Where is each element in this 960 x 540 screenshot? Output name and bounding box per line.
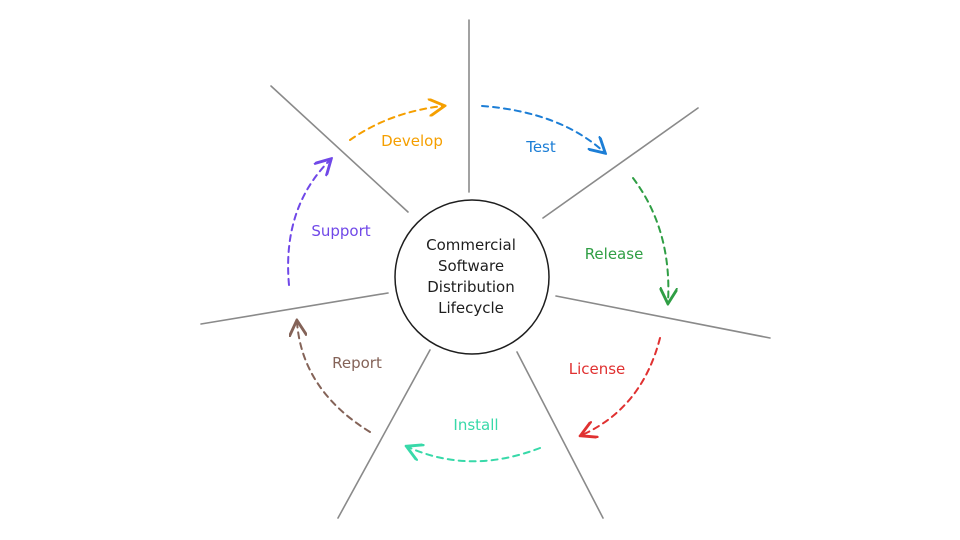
release-label: Release: [585, 245, 644, 263]
install-label: Install: [453, 416, 498, 434]
install-arrow: [408, 447, 541, 463]
stage-report: Report: [297, 322, 382, 433]
release-arrow: [632, 177, 668, 302]
spoke-line: [337, 349, 431, 519]
stage-release: Release: [585, 177, 669, 302]
spoke-line: [270, 85, 409, 213]
spoke-line: [542, 107, 699, 219]
license-arrow: [582, 337, 661, 435]
report-arrow: [297, 322, 371, 433]
center-title: Commercial Software Distribution Lifecyc…: [426, 236, 516, 317]
spokes: [200, 19, 771, 519]
report-label: Report: [332, 354, 382, 372]
stage-test: Test: [481, 105, 604, 156]
center-circle: [394, 199, 550, 355]
center-line: Software: [438, 257, 504, 275]
test-label: Test: [525, 138, 556, 156]
license-label: License: [569, 360, 626, 378]
spoke-line: [555, 295, 771, 339]
spoke-line: [516, 351, 604, 519]
stage-develop: Develop: [349, 106, 443, 150]
test-arrow: [481, 105, 604, 152]
support-label: Support: [311, 222, 370, 240]
stage-license: License: [569, 337, 661, 435]
develop-arrow: [349, 106, 443, 141]
stage-support: Support: [287, 160, 371, 286]
stage-install: Install: [408, 416, 541, 463]
center-line: Lifecycle: [438, 299, 504, 317]
develop-label: Develop: [381, 132, 443, 150]
spoke-line: [200, 292, 389, 325]
center-line: Commercial: [426, 236, 516, 254]
support-arrow: [287, 160, 330, 286]
center-line: Distribution: [427, 278, 515, 296]
